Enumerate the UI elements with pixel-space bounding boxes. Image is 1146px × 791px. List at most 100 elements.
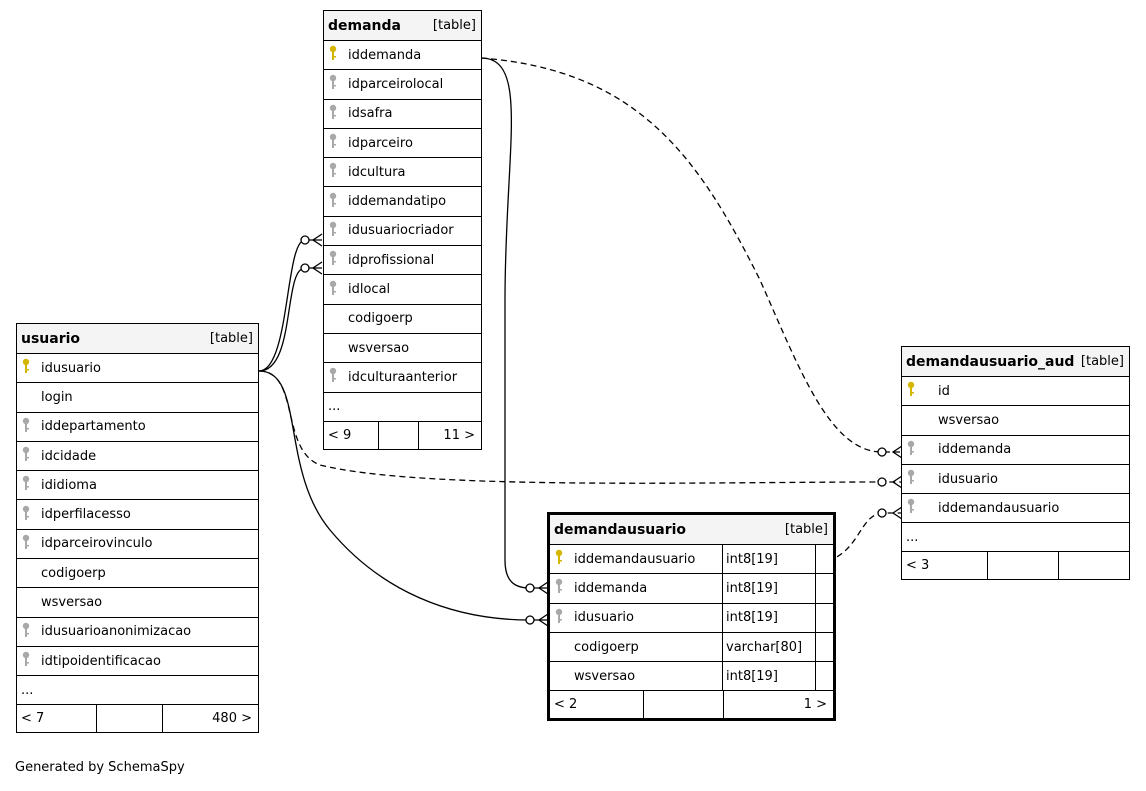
column-row[interactable]: idcidade [17, 442, 258, 472]
column-name: idculturaanterior [348, 369, 458, 385]
column-row[interactable]: iddemanda [324, 41, 481, 71]
table-header: demandausuario_aud [table] [902, 347, 1129, 377]
column-name: idlocal [348, 282, 391, 298]
column-row[interactable]: idparceirolocal [324, 70, 481, 100]
column-name: idsafra [348, 106, 393, 122]
column-row[interactable]: idcultura [324, 158, 481, 188]
link-demandausuario-aud [827, 512, 902, 562]
foreign-key-icon [902, 498, 920, 518]
foreign-key-icon [324, 367, 342, 387]
column-name: iddemandausuario [574, 551, 696, 567]
footer-parents[interactable]: < 3 [902, 552, 988, 580]
link-end-circle [877, 508, 887, 518]
column-name: ididioma [41, 477, 97, 493]
primary-key-icon [550, 549, 568, 569]
table-header: demandausuario [table] [550, 515, 833, 545]
column-name: iddemanda [574, 580, 648, 596]
foreign-key-icon [324, 250, 342, 270]
column-row[interactable]: wsversao [17, 588, 258, 618]
foreign-key-icon [324, 162, 342, 182]
more-columns: ... [17, 676, 258, 706]
column-row[interactable]: idusuario [902, 465, 1129, 495]
column-row[interactable]: idlocal [324, 275, 481, 305]
link-demanda-demandausuario [480, 57, 548, 589]
more-columns: ... [324, 393, 481, 422]
column-name: login [41, 389, 73, 405]
foreign-key-icon [17, 534, 35, 554]
column-name: idparceirovinculo [41, 536, 153, 552]
column-name: iddemanda [938, 442, 1012, 458]
column-row[interactable]: codigoerp [17, 559, 258, 589]
footer-children[interactable] [1059, 552, 1129, 579]
column-row[interactable]: wsversao [324, 334, 481, 364]
footer-middle [97, 705, 163, 733]
column-name: codigoerp [41, 565, 106, 581]
column-row[interactable]: idparceiro [324, 129, 481, 159]
column-type: varchar[80] [722, 632, 816, 662]
link-end-circle [300, 235, 310, 245]
column-row[interactable]: iddemandausuario [902, 494, 1129, 524]
column-row[interactable]: idperfilacesso [17, 500, 258, 530]
column-row[interactable]: id [902, 377, 1129, 407]
column-row[interactable]: idparceirovinculo [17, 530, 258, 560]
foreign-key-icon [17, 446, 35, 466]
footer-parents[interactable]: < 7 [17, 705, 97, 733]
column-row[interactable]: idtipoidentificacao [17, 647, 258, 677]
footer-parents[interactable]: < 2 [550, 691, 644, 719]
link-demanda-aud [480, 57, 902, 453]
foreign-key-icon [324, 74, 342, 94]
footer-children[interactable]: 11 > [443, 427, 475, 443]
table-name: usuario [21, 330, 81, 347]
crow-foot [311, 261, 323, 275]
column-row[interactable]: idsafra [324, 100, 481, 129]
footer-middle [988, 552, 1059, 580]
column-name: idtipoidentificacao [41, 653, 161, 669]
foreign-key-icon [902, 469, 920, 489]
foreign-key-icon [550, 608, 568, 628]
column-row[interactable]: iddepartamento [17, 413, 258, 442]
column-row[interactable]: iddemandatipo [324, 187, 481, 217]
footer-children[interactable]: 1 > [803, 697, 827, 713]
column-row[interactable]: idusuarioanonimizacao [17, 618, 258, 647]
column-name: iddemanda [348, 47, 422, 63]
link-end-circle [300, 263, 310, 273]
foreign-key-icon [324, 192, 342, 212]
table-name: demandausuario [554, 521, 687, 538]
column-name: codigoerp [574, 639, 639, 655]
foreign-key-icon [324, 133, 342, 153]
column-row[interactable]: idculturaanterior [324, 363, 481, 393]
column-row[interactable]: codigoerp [324, 305, 481, 334]
column-name: idusuario [574, 610, 634, 626]
footer-parents[interactable]: < 9 [324, 421, 379, 449]
column-type: int8[19] [722, 574, 816, 603]
column-row[interactable]: idprofissional [324, 246, 481, 276]
table-footer: < 2 1 > [550, 691, 833, 719]
column-row[interactable]: iddemanda [902, 436, 1129, 465]
column-row[interactable]: ididioma [17, 471, 258, 501]
column-name: wsversao [574, 668, 636, 684]
foreign-key-icon [17, 622, 35, 642]
column-row[interactable]: login [17, 383, 258, 413]
column-row[interactable]: codigoerp varchar[80] [550, 632, 833, 663]
table-footer: < 3 [902, 552, 1129, 580]
foreign-key-icon [17, 505, 35, 525]
link-end-circle [525, 615, 535, 625]
link-end-circle [877, 477, 887, 487]
table-name: demanda [328, 17, 401, 34]
footer-children[interactable]: 480 > [212, 711, 252, 727]
column-row[interactable]: idusuario [17, 354, 258, 384]
crow-foot [311, 233, 323, 247]
footer-middle [644, 691, 724, 719]
column-row[interactable]: idusuariocriador [324, 217, 481, 247]
column-row[interactable]: iddemanda int8[19] [550, 574, 833, 604]
column-row[interactable]: wsversao [902, 406, 1129, 436]
column-name: wsversao [41, 595, 103, 611]
